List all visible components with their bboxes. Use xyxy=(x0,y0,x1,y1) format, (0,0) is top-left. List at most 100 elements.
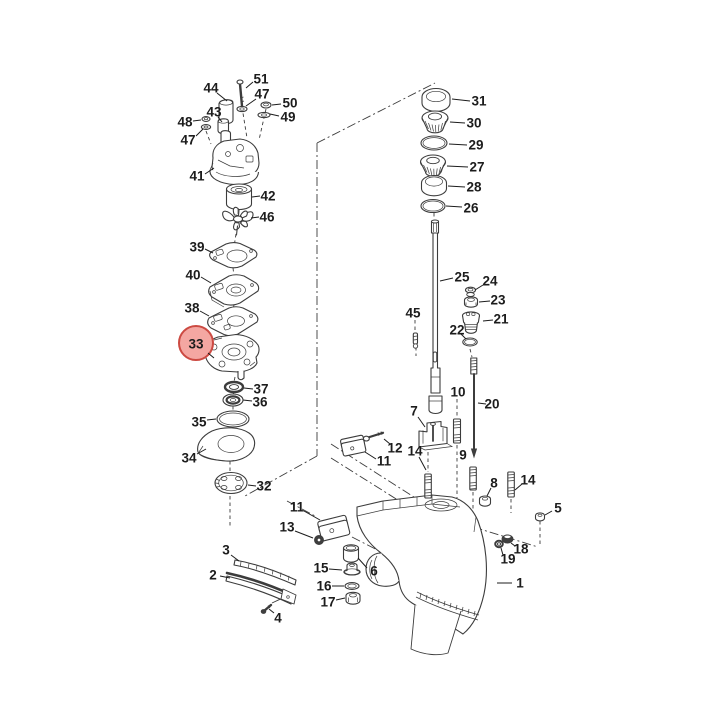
part-label-29: 29 xyxy=(468,138,483,153)
part-label-22: 22 xyxy=(449,323,464,338)
part-label-15: 15 xyxy=(313,561,329,576)
rim-hatching xyxy=(215,478,220,488)
leader-line-12 xyxy=(383,438,391,445)
part-label-11: 11 xyxy=(377,454,392,469)
leader-line-41 xyxy=(204,167,215,175)
part-label-7: 7 xyxy=(410,404,418,419)
part-label-30: 30 xyxy=(466,116,481,131)
strip-2 xyxy=(225,571,297,605)
part-label-38: 38 xyxy=(184,301,200,316)
part-label-14: 14 xyxy=(520,473,536,488)
part-label-27: 27 xyxy=(469,160,484,175)
stud-14a xyxy=(424,473,432,499)
nut-48 xyxy=(201,116,211,122)
bolt-12 xyxy=(362,431,385,442)
part-label-3: 3 xyxy=(222,543,230,558)
skeg xyxy=(410,604,462,656)
water-intake-grate xyxy=(416,591,480,616)
part-label-18: 18 xyxy=(513,542,529,557)
hardware-group xyxy=(340,418,546,549)
leader-line-2 xyxy=(219,575,231,579)
trim-strips-group xyxy=(225,559,297,614)
leader-line-35 xyxy=(206,418,217,421)
part-label-41: 41 xyxy=(189,169,205,184)
leader-line-42 xyxy=(251,195,261,198)
leader-line-51 xyxy=(245,81,254,89)
leader-line-11 xyxy=(364,451,377,460)
part-label-16: 16 xyxy=(316,579,332,594)
part-label-20: 20 xyxy=(484,397,499,412)
leader-line-34 xyxy=(196,448,207,455)
leader-line-20 xyxy=(477,402,487,405)
part-label-36: 36 xyxy=(252,395,268,410)
cylinder-43 xyxy=(217,118,230,135)
bearing-stack xyxy=(419,87,451,214)
torpedo-nose xyxy=(365,552,400,587)
o-ring-29 xyxy=(420,135,448,151)
leader-line-39 xyxy=(204,248,214,254)
leader-line-24 xyxy=(474,284,484,291)
part-label-33: 33 xyxy=(188,337,204,352)
o-ring-22 xyxy=(462,337,478,347)
part-label-34: 34 xyxy=(181,451,197,466)
leader-line-18 xyxy=(510,542,516,547)
part-label-5: 5 xyxy=(554,501,562,516)
part-label-42: 42 xyxy=(260,189,275,204)
part-label-2: 2 xyxy=(209,568,217,583)
part-label-14: 14 xyxy=(407,444,423,459)
shift-rod-20 xyxy=(470,357,478,459)
part-label-13: 13 xyxy=(279,520,295,535)
cap-24 xyxy=(464,286,477,297)
part-label-31: 31 xyxy=(471,94,487,109)
leader-line-26 xyxy=(445,205,463,208)
leader-line-47 xyxy=(195,128,204,137)
leader-line-50 xyxy=(271,103,282,106)
leader-line-17 xyxy=(335,597,346,601)
part-label-21: 21 xyxy=(493,312,509,327)
leader-line-5 xyxy=(544,510,553,516)
nut-13 xyxy=(314,535,324,545)
driveshaft-group xyxy=(412,219,481,459)
part-label-45: 45 xyxy=(405,306,421,321)
leader-line-21 xyxy=(482,319,494,322)
driveshaft-25 xyxy=(428,219,443,415)
pin-45 xyxy=(412,332,419,349)
leader-line-37 xyxy=(243,387,254,390)
nut-50 xyxy=(260,101,272,109)
part-label-47: 47 xyxy=(180,133,195,148)
gasket-39 xyxy=(209,242,258,269)
part-label-47: 47 xyxy=(254,87,269,102)
leader-line-36 xyxy=(242,399,253,402)
part-label-46: 46 xyxy=(259,210,275,225)
bolt-51 xyxy=(236,79,245,108)
fitting-21 xyxy=(461,311,481,334)
leader-line-23 xyxy=(478,300,491,303)
leader-line-29 xyxy=(448,143,468,146)
plug-18 xyxy=(501,534,514,544)
impeller-46 xyxy=(222,206,254,236)
pump-base-housing-41 xyxy=(209,130,260,186)
seal-37 xyxy=(223,380,245,394)
part-label-12: 12 xyxy=(387,441,402,456)
bearing-cup-28 xyxy=(420,174,448,197)
part-label-28: 28 xyxy=(466,180,482,195)
washer-47a xyxy=(236,105,248,113)
part-label-19: 19 xyxy=(500,552,515,567)
leader-line-19 xyxy=(500,547,504,556)
washer-49 xyxy=(257,111,271,119)
stud-9 xyxy=(469,466,477,491)
screw-4 xyxy=(260,603,273,614)
leader-line-13 xyxy=(294,530,314,539)
stud-14b xyxy=(507,471,515,498)
leader-line-31 xyxy=(451,98,471,102)
leader-line-49 xyxy=(269,113,280,117)
part-label-24: 24 xyxy=(482,274,498,289)
grate-hatching xyxy=(419,592,476,617)
part-label-9: 9 xyxy=(459,448,467,463)
part-label-40: 40 xyxy=(185,268,200,283)
part-label-35: 35 xyxy=(191,415,207,430)
part-label-50: 50 xyxy=(282,96,297,111)
